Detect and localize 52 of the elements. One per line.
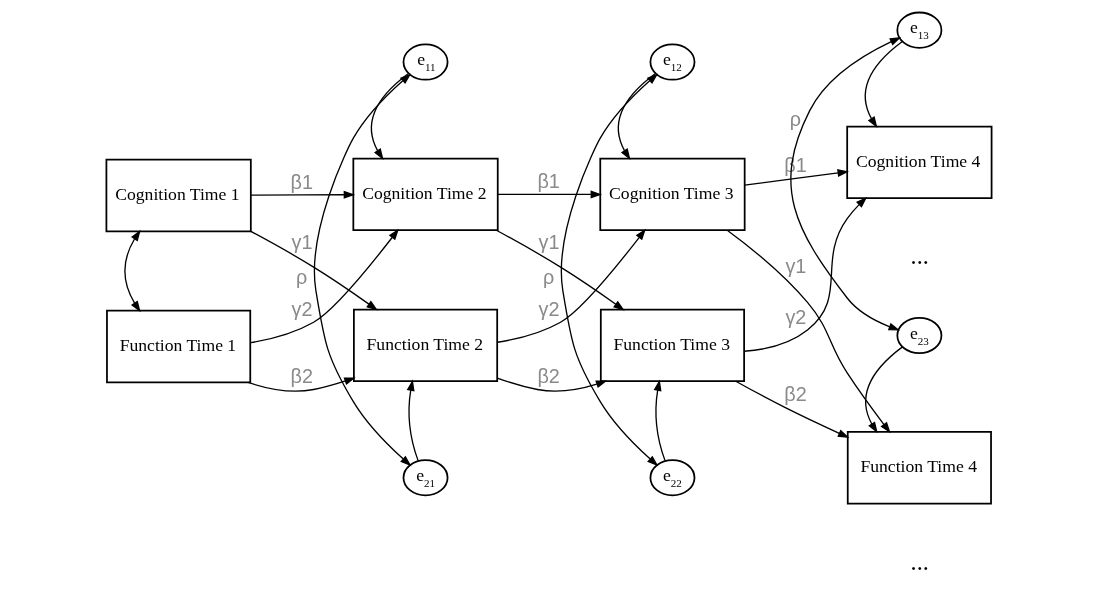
node-label: ... xyxy=(910,547,929,575)
arrow xyxy=(247,377,356,392)
node-box: Function Time 4 xyxy=(846,431,992,505)
arrow xyxy=(743,196,868,352)
arrow xyxy=(864,41,903,128)
arrow xyxy=(726,229,891,434)
node-ellipse: e$_{21}$ xyxy=(402,459,449,497)
edge-label: ρ xyxy=(789,108,802,131)
arrow xyxy=(790,37,902,331)
node-ellipse: e$_{22}$ xyxy=(649,459,696,497)
arrow xyxy=(735,380,850,438)
node-ellipse: e$_{23}$ xyxy=(896,316,943,354)
edge-label: γ1 xyxy=(785,255,807,278)
edge-label: β1 xyxy=(290,171,313,194)
arrow xyxy=(495,229,625,311)
edge-label: β1 xyxy=(537,170,560,193)
node-box: Cognition Time 3 xyxy=(599,157,746,232)
node-ellipse: e$_{11}$ xyxy=(402,43,449,81)
arrow xyxy=(865,346,903,434)
node-label: ... xyxy=(910,242,929,270)
node-box: Function Time 1 xyxy=(106,309,252,384)
edge-label: γ1 xyxy=(291,230,313,253)
arrow xyxy=(560,73,659,467)
arrow xyxy=(313,73,412,467)
arrow xyxy=(124,229,141,313)
node-box: Cognition Time 1 xyxy=(105,158,252,233)
arrow xyxy=(370,73,409,160)
edge-label: β2 xyxy=(784,382,807,405)
edge-label: β2 xyxy=(290,365,313,388)
arrow xyxy=(249,228,399,344)
edge-label: ρ xyxy=(542,266,555,289)
arrow xyxy=(497,190,603,199)
arrow xyxy=(617,73,656,160)
arrow xyxy=(653,379,666,462)
node-box: Cognition Time 4 xyxy=(846,125,993,200)
node-box: Cognition Time 2 xyxy=(352,157,499,232)
edge-label: γ2 xyxy=(291,298,313,321)
edge-label: γ2 xyxy=(785,305,807,328)
arrow xyxy=(496,377,608,392)
arrow xyxy=(406,379,419,462)
edge-label: β2 xyxy=(537,365,560,388)
node-box: Function Time 2 xyxy=(353,308,499,383)
edge-label: ρ xyxy=(296,266,308,289)
edge-label: γ2 xyxy=(538,298,560,321)
node-ellipse: e$_{12}$ xyxy=(649,43,696,81)
arrow xyxy=(744,168,849,186)
node-box: Function Time 3 xyxy=(599,308,745,383)
arrow xyxy=(250,230,378,311)
edge-label: γ1 xyxy=(538,230,560,253)
arrow xyxy=(496,228,646,343)
node-ellipse: e$_{13}$ xyxy=(896,11,943,49)
arrow xyxy=(250,190,356,199)
